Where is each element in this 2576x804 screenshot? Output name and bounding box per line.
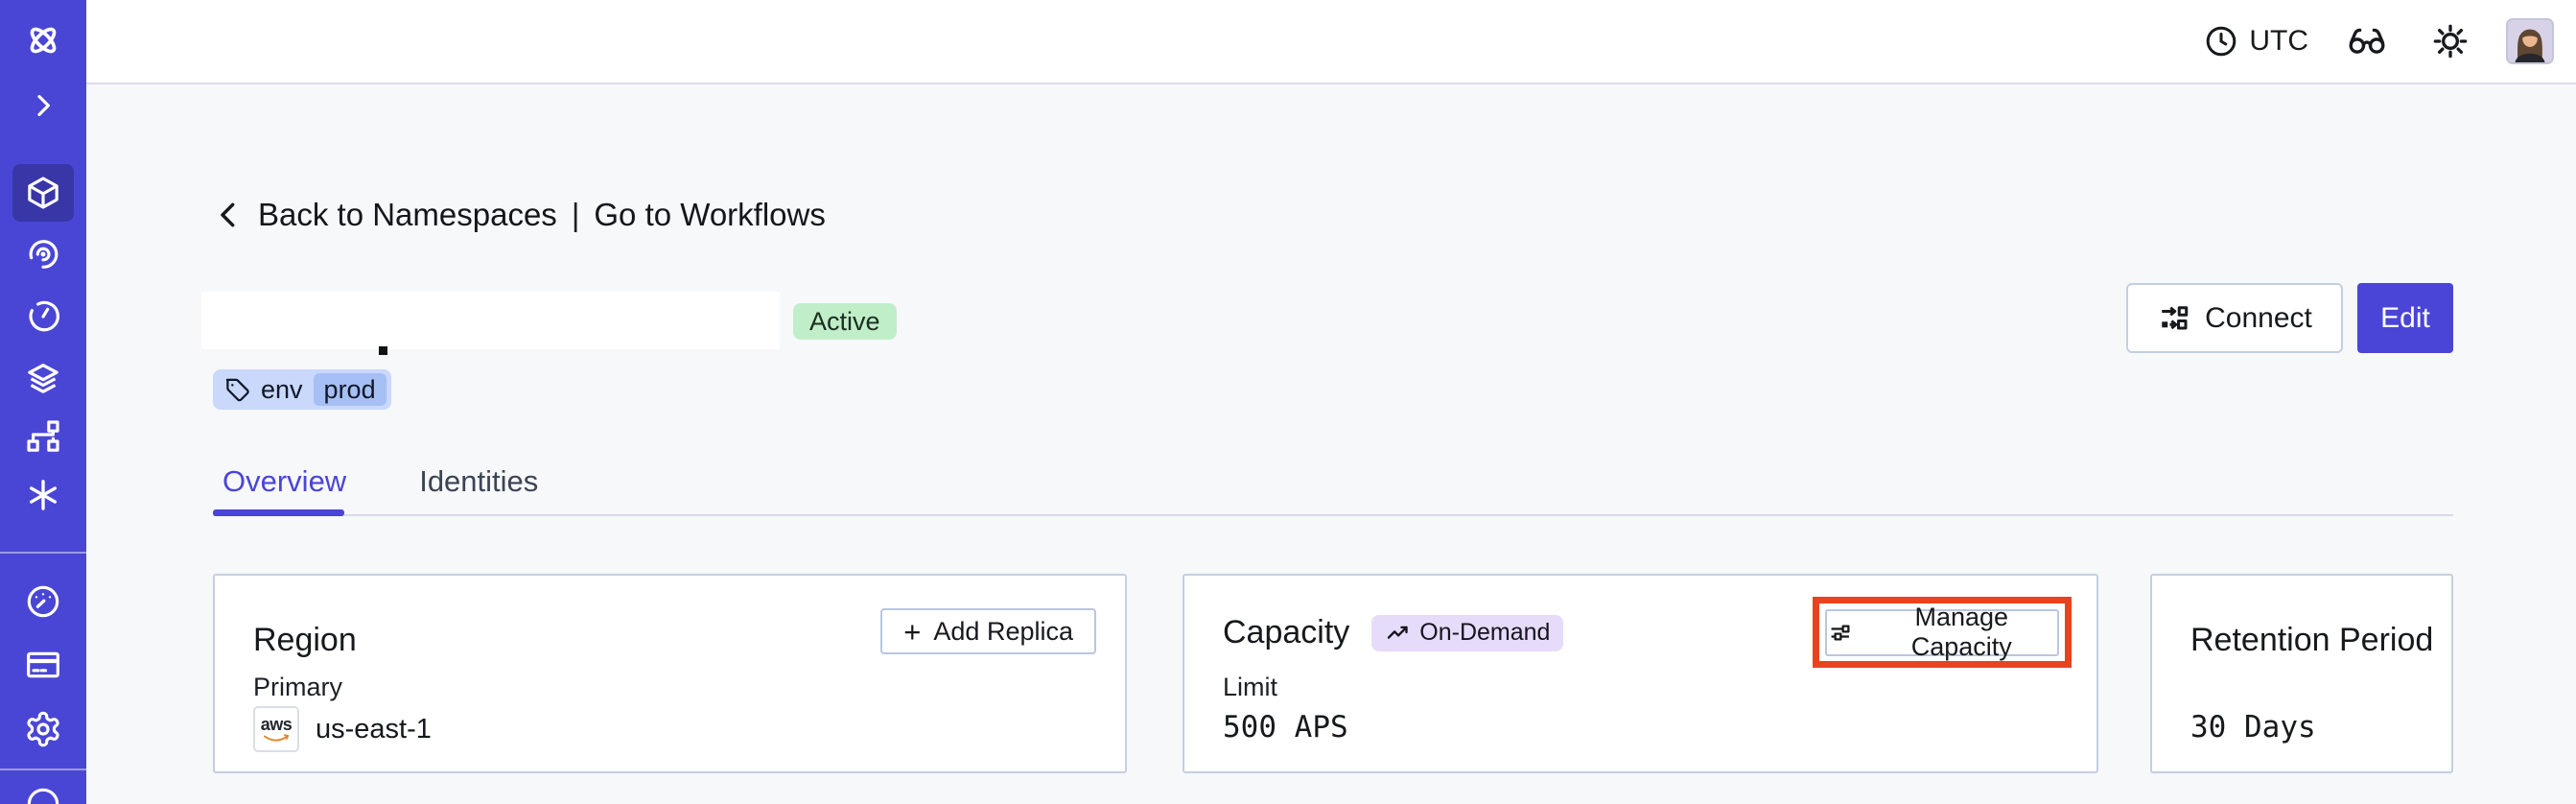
region-value-row: aws us-east-1 (253, 706, 432, 752)
go-to-workflows-link[interactable]: Go to Workflows (594, 197, 826, 232)
on-demand-label: On-Demand (1419, 619, 1551, 646)
sidebar-item-usage[interactable] (0, 582, 86, 621)
region-value: us-east-1 (316, 713, 432, 745)
breadcrumb: Back to Namespaces | Go to Workflows (213, 197, 826, 233)
status-badge: Active (793, 303, 897, 340)
sidebar-item-workflows[interactable] (0, 235, 86, 273)
active-tab-underline (213, 509, 344, 516)
tab-overview[interactable]: Overview (222, 464, 347, 498)
sliders-icon (1831, 624, 1850, 641)
capacity-value: 500 APS (1223, 710, 1348, 745)
sidebar-item-deployments[interactable] (0, 359, 86, 397)
aws-provider-badge: aws (253, 706, 299, 752)
edit-button[interactable]: Edit (2357, 283, 2453, 353)
connect-button-label: Connect (2205, 301, 2312, 334)
back-chevron-icon[interactable] (213, 200, 244, 230)
topbar: UTC (86, 0, 2576, 84)
chevron-right-icon (37, 95, 50, 116)
region-card-title: Region (253, 622, 357, 658)
gear-icon (27, 711, 59, 747)
sidebar-item-nexus[interactable] (0, 476, 86, 514)
avatar-image (2509, 20, 2551, 62)
tab-bar-divider (213, 514, 2453, 516)
retention-card-title: Retention Period (2190, 622, 2434, 658)
text-artifact (379, 346, 387, 355)
primary-label: Primary (253, 673, 342, 701)
capacity-card-title: Capacity (1223, 614, 1350, 650)
clock-icon (2207, 26, 2236, 57)
capacity-title-row: Capacity On-Demand (1223, 614, 1564, 651)
glasses-icon (2349, 28, 2385, 54)
add-replica-label: Add Replica (933, 616, 1073, 646)
workflows-spiral-icon (29, 240, 59, 269)
retention-value: 30 Days (2190, 710, 2316, 745)
tab-identities[interactable]: Identities (419, 464, 539, 498)
retention-card: Retention Period 30 Days (2150, 574, 2453, 773)
sidebar-expand-button[interactable] (0, 89, 86, 122)
breadcrumb-separator: | (571, 197, 580, 232)
layers-icon (28, 364, 59, 393)
user-avatar[interactable] (2506, 18, 2554, 64)
sidebar-item-billing[interactable] (0, 646, 86, 684)
limit-label: Limit (1223, 673, 1278, 701)
timezone-label: UTC (2249, 25, 2308, 57)
credit-card-icon (27, 651, 59, 678)
connect-button[interactable]: Connect (2126, 283, 2343, 353)
support-circle-icon (27, 788, 59, 804)
tag-icon (225, 378, 249, 401)
tag-value: prod (313, 373, 386, 406)
nexus-asterisk-icon (29, 480, 57, 510)
tab-bar: Overview Identities (213, 464, 548, 499)
sidebar (0, 0, 86, 804)
schedules-timer-icon (29, 300, 59, 332)
sidebar-item-schedules[interactable] (0, 297, 86, 336)
sun-icon (2433, 24, 2468, 59)
gauge-icon (27, 585, 59, 618)
sidebar-item-support[interactable] (0, 785, 86, 804)
region-card: Region + Add Replica Primary aws us-east… (213, 574, 1127, 773)
trending-up-icon (1388, 626, 1408, 639)
manage-capacity-label: Manage Capacity (1910, 603, 2012, 661)
sidebar-item-batch-operations[interactable] (0, 417, 86, 456)
sidebar-item-namespaces[interactable] (0, 174, 86, 212)
namespaces-cube-icon (28, 177, 59, 209)
plus-icon: + (903, 614, 922, 649)
tag-key: env (261, 374, 303, 404)
aws-logo-text: aws (260, 715, 293, 734)
temporal-logo[interactable] (0, 19, 86, 61)
theme-toggle-button[interactable] (2431, 22, 2470, 60)
namespace-name-redacted (201, 292, 780, 349)
sidebar-divider (0, 769, 86, 770)
namespace-tag[interactable]: env prod (213, 369, 391, 410)
temporal-logo-icon (30, 27, 57, 54)
annotation-highlight-box: Manage Capacity (1813, 597, 2072, 668)
sidebar-divider (0, 552, 86, 554)
pipeline-branch-icon (27, 420, 59, 452)
timezone-selector[interactable]: UTC (2204, 24, 2308, 59)
on-demand-badge: On-Demand (1371, 614, 1564, 651)
manage-capacity-button[interactable]: Manage Capacity (1825, 603, 2059, 661)
back-to-namespaces-link[interactable]: Back to Namespaces (258, 197, 557, 232)
sidebar-item-settings[interactable] (0, 710, 86, 748)
connect-flow-icon (2162, 305, 2189, 330)
aws-smile-icon (264, 734, 290, 742)
labs-toggle-button[interactable] (2347, 21, 2387, 61)
add-replica-button[interactable]: + Add Replica (880, 608, 1096, 654)
capacity-card: Capacity On-Demand (1183, 574, 2098, 773)
